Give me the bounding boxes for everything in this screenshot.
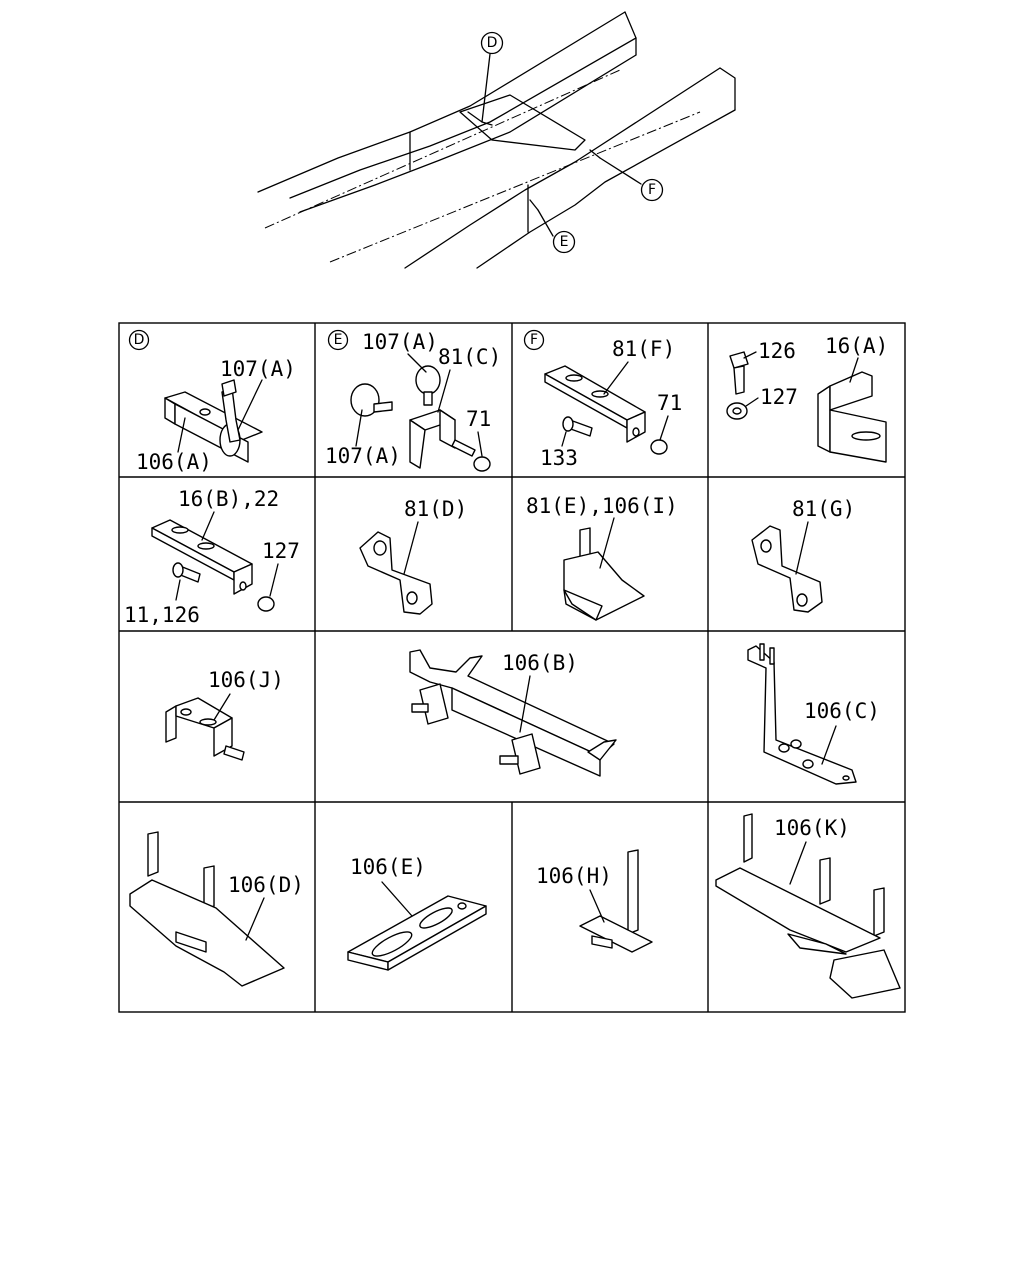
cell-f: F 81(F) 71 133 xyxy=(523,329,682,470)
label-81g: 81(G) xyxy=(792,497,855,521)
label-106k: 106(K) xyxy=(774,816,850,840)
cell-e-marker: E xyxy=(334,332,343,348)
parts-grid xyxy=(118,322,906,1013)
bracket-16a-drawing xyxy=(817,371,887,463)
bracket-81d-drawing xyxy=(359,531,433,615)
label-106e: 106(E) xyxy=(350,855,426,879)
svg-text:F: F xyxy=(648,182,656,198)
bolt-126-drawing xyxy=(729,351,749,395)
label-127: 127 xyxy=(262,539,300,563)
bracket-81c-drawing xyxy=(409,409,491,472)
bracket-81g-drawing xyxy=(751,525,823,613)
label-81c: 81(C) xyxy=(438,345,501,369)
label-106d: 106(D) xyxy=(228,873,304,897)
label-71: 71 xyxy=(466,407,491,431)
cell-r3c4: 106(C) xyxy=(747,643,880,785)
label-81e-106i: 81(E),106(I) xyxy=(526,494,678,518)
cell-f-marker: F xyxy=(530,332,538,348)
bracket-16b-drawing xyxy=(151,519,275,612)
svg-text:D: D xyxy=(487,35,498,51)
chassis-frame-overview xyxy=(257,11,736,269)
callout-f: F xyxy=(640,178,664,202)
label-71: 71 xyxy=(657,391,682,415)
label-107a: 107(A) xyxy=(220,357,296,381)
label-126: 126 xyxy=(758,339,796,363)
label-106j: 106(J) xyxy=(208,668,284,692)
bracket-106d-drawing xyxy=(129,831,285,987)
bracket-106a-drawing xyxy=(164,379,263,463)
label-81f: 81(F) xyxy=(612,337,675,361)
label-107a-top: 107(A) xyxy=(362,330,438,354)
cell-r2c4: 81(G) xyxy=(751,497,855,613)
label-16b-22: 16(B),22 xyxy=(178,487,279,511)
callout-e: E xyxy=(552,230,576,254)
cell-d: D 107(A) 106(A) xyxy=(128,329,296,474)
label-11-126: 11,126 xyxy=(124,603,200,627)
cell-d-marker: D xyxy=(134,332,145,348)
bracket-81f-drawing xyxy=(544,365,668,455)
bracket-81e-drawing xyxy=(563,527,645,621)
label-107a-bottom: 107(A) xyxy=(325,444,401,468)
nut-127-drawing xyxy=(726,402,748,420)
cell-r2c2: 81(D) xyxy=(359,497,467,615)
cell-r4c2: 106(E) xyxy=(347,855,487,971)
cell-e: E 107(A) 81(C) 71 107(A) xyxy=(325,329,501,472)
cell-r4c4: 106(K) xyxy=(715,813,901,999)
label-106b: 106(B) xyxy=(502,651,578,675)
label-106c: 106(C) xyxy=(804,699,880,723)
label-133: 133 xyxy=(540,446,578,470)
cell-r2c1: 16(B),22 127 11,126 xyxy=(124,487,300,627)
label-16a: 16(A) xyxy=(825,334,888,358)
cell-r3c1: 106(J) xyxy=(165,668,284,761)
bracket-106h-drawing xyxy=(579,849,653,953)
clamp-107a-drawing xyxy=(350,365,441,417)
bracket-106k-drawing xyxy=(715,813,901,999)
plate-106e-drawing xyxy=(347,895,487,971)
cell-r3c2: 106(B) xyxy=(409,649,617,777)
svg-text:E: E xyxy=(560,234,569,250)
label-81d: 81(D) xyxy=(404,497,467,521)
cell-r4c3: 106(H) xyxy=(536,849,653,953)
bracket-106b-drawing xyxy=(409,649,617,777)
bracket-106c-drawing xyxy=(747,643,857,785)
cell-r1c4: 126 16(A) 127 xyxy=(726,334,888,463)
cell-r2c3: 81(E),106(I) xyxy=(526,494,678,621)
label-106a: 106(A) xyxy=(136,450,212,474)
label-106h: 106(H) xyxy=(536,864,612,888)
label-127: 127 xyxy=(760,385,798,409)
callout-d: D xyxy=(480,31,504,55)
bracket-106j-drawing xyxy=(165,697,245,761)
cell-r4c1: 106(D) xyxy=(129,831,304,987)
